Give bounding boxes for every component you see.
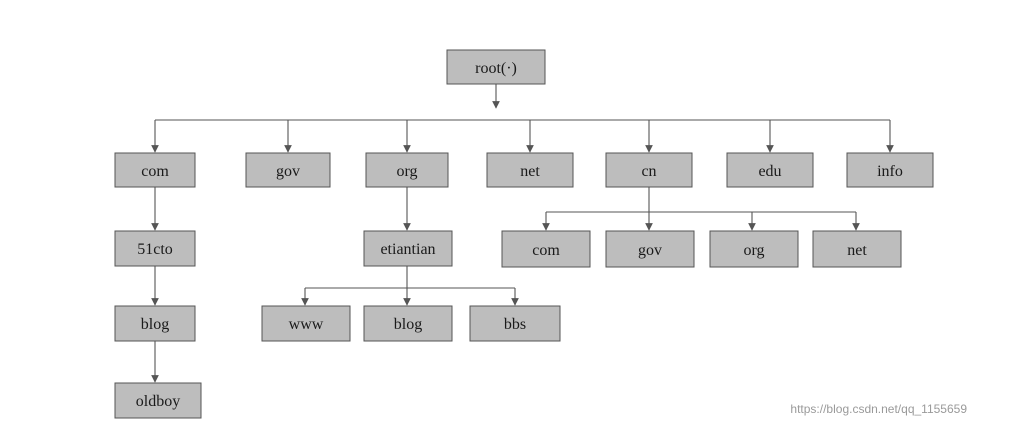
- svg-text:51cto: 51cto: [137, 241, 173, 258]
- svg-text:oldboy: oldboy: [136, 393, 180, 410]
- node-info: info: [846, 152, 934, 188]
- svg-text:com: com: [141, 163, 169, 180]
- svg-text:edu: edu: [758, 163, 781, 180]
- svg-text:blog: blog: [141, 316, 169, 333]
- svg-text:info: info: [877, 163, 903, 180]
- node-root: root(·): [446, 49, 546, 85]
- node-cn-com: com: [501, 230, 591, 268]
- node-bbs: bbs: [469, 305, 561, 342]
- svg-text:etiantian: etiantian: [380, 241, 435, 258]
- svg-text:org: org: [743, 242, 764, 259]
- node-org: org: [365, 152, 449, 188]
- svg-text:bbs: bbs: [504, 316, 526, 333]
- svg-text:org: org: [396, 163, 417, 180]
- svg-text:net: net: [847, 242, 867, 259]
- svg-text:blog: blog: [394, 316, 422, 333]
- node-net: net: [486, 152, 574, 188]
- node-cn-net: net: [812, 230, 902, 268]
- node-com: com: [114, 152, 196, 188]
- svg-text:www: www: [289, 316, 324, 333]
- node-cn: cn: [605, 152, 693, 188]
- node-gov: gov: [245, 152, 331, 188]
- node-www: www: [261, 305, 351, 342]
- svg-text:gov: gov: [638, 242, 662, 259]
- svg-text:gov: gov: [276, 163, 300, 180]
- node-51cto: 51cto: [114, 230, 196, 267]
- watermark: https://blog.csdn.net/qq_1155659: [790, 402, 967, 416]
- node-blog-etiantian: blog: [363, 305, 453, 342]
- nodes: root(·) com gov org net cn edu in: [114, 49, 934, 419]
- node-edu: edu: [726, 152, 814, 188]
- svg-text:cn: cn: [641, 163, 656, 180]
- node-oldboy: oldboy: [114, 382, 202, 419]
- edges: [151, 84, 894, 383]
- node-cn-org: org: [709, 230, 799, 268]
- node-etiantian: etiantian: [363, 230, 453, 267]
- node-blog-com: blog: [114, 305, 196, 342]
- node-cn-gov: gov: [605, 230, 695, 268]
- svg-text:root(·): root(·): [475, 60, 517, 77]
- svg-text:com: com: [532, 242, 560, 259]
- svg-text:net: net: [520, 163, 540, 180]
